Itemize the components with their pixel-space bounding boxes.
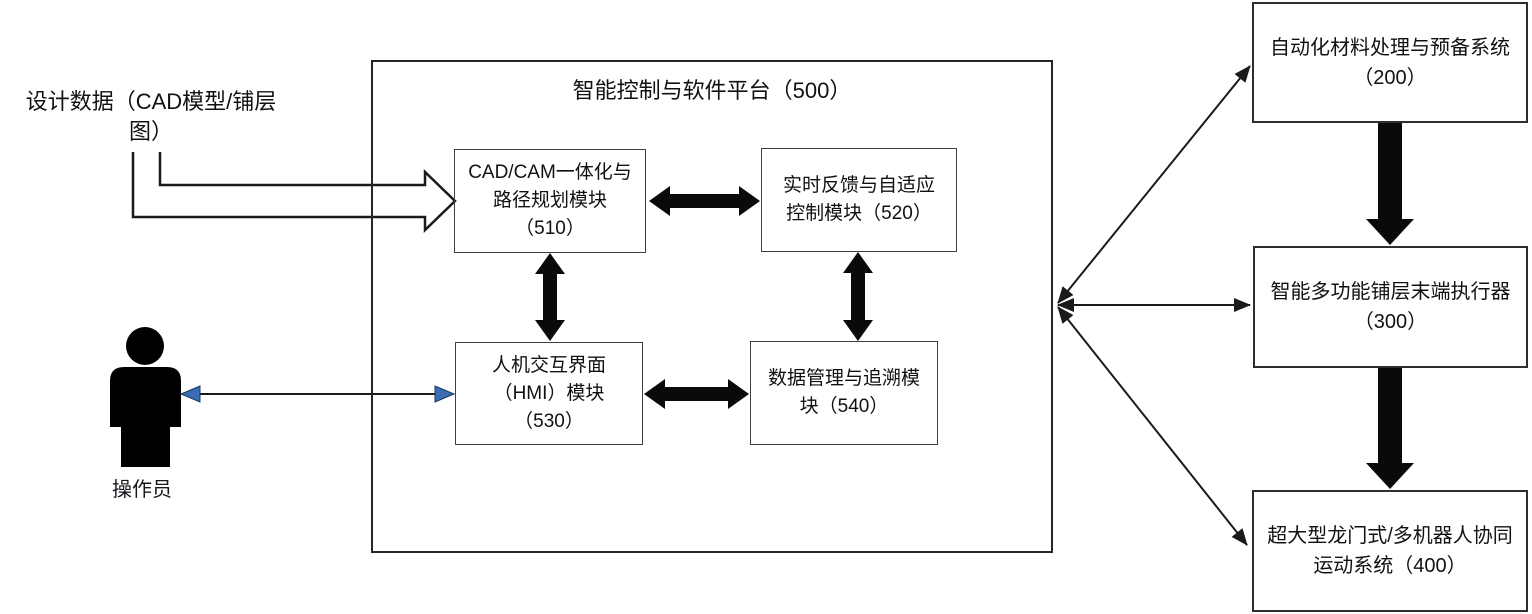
arrow-510-520-icon xyxy=(649,186,760,216)
platform-500-box xyxy=(371,60,1053,553)
module-520-line2: 控制模块（520） xyxy=(786,203,932,224)
arrow-500-200-link xyxy=(1057,65,1251,304)
arrow-520-540-icon xyxy=(843,252,873,341)
design-data-input-arrow-icon xyxy=(131,152,457,233)
module-530-line1: 人机交互界面 xyxy=(491,354,606,376)
module-530-line3: （530） xyxy=(514,410,584,432)
module-510-line1: CAD/CAM一体化与 xyxy=(468,162,632,183)
arrow-300-400-icon xyxy=(1366,368,1414,489)
arrow-510-530-icon xyxy=(535,253,565,341)
module-530-line2: （HMI）模块 xyxy=(493,382,605,404)
operator-arrowhead-left-icon xyxy=(179,385,201,403)
module-540-box: 数据管理与追溯模 块（540） xyxy=(750,341,938,445)
module-510-box: CAD/CAM一体化与 路径规划模块 （510） xyxy=(454,149,646,253)
design-data-label: 设计数据（CAD模型/铺层 图） xyxy=(5,87,297,147)
system-400-line2: 运动系统（400） xyxy=(1313,555,1467,577)
design-data-line2: 图） xyxy=(128,119,173,144)
operator-arrowhead-right-icon xyxy=(434,385,456,403)
operator-person-icon xyxy=(110,327,181,467)
module-530-box: 人机交互界面 （HMI）模块 （530） xyxy=(455,342,643,445)
system-200-box: 自动化材料处理与预备系统 （200） xyxy=(1252,2,1528,123)
system-200-line1: 自动化材料处理与预备系统 xyxy=(1270,36,1510,59)
module-510-line3: （510） xyxy=(515,218,585,239)
system-400-box: 超大型龙门式/多机器人协同 运动系统（400） xyxy=(1252,490,1528,612)
module-540-line1: 数据管理与追溯模 xyxy=(767,368,920,389)
design-data-line1: 设计数据（CAD模型/铺层 xyxy=(25,89,277,114)
operator-label: 操作员 xyxy=(112,479,172,501)
module-520-line1: 实时反馈与自适应 xyxy=(782,175,935,196)
module-520-box: 实时反馈与自适应 控制模块（520） xyxy=(761,148,957,252)
platform-500-title: 智能控制与软件平台（500） xyxy=(572,78,852,103)
system-300-box: 智能多功能铺层末端执行器 （300） xyxy=(1253,246,1528,368)
system-200-line2: （200） xyxy=(1353,66,1427,89)
module-510-line2: 路径规划模块 xyxy=(492,190,607,211)
system-400-line1: 超大型龙门式/多机器人协同 xyxy=(1267,525,1513,547)
module-540-line2: 块（540） xyxy=(799,396,889,417)
arrow-500-400-link xyxy=(1057,306,1248,546)
system-300-line1: 智能多功能铺层末端执行器 xyxy=(1270,281,1511,303)
arrow-200-300-icon xyxy=(1366,123,1414,245)
arrow-530-540-icon xyxy=(644,379,749,409)
system-300-line2: （300） xyxy=(1353,311,1428,333)
